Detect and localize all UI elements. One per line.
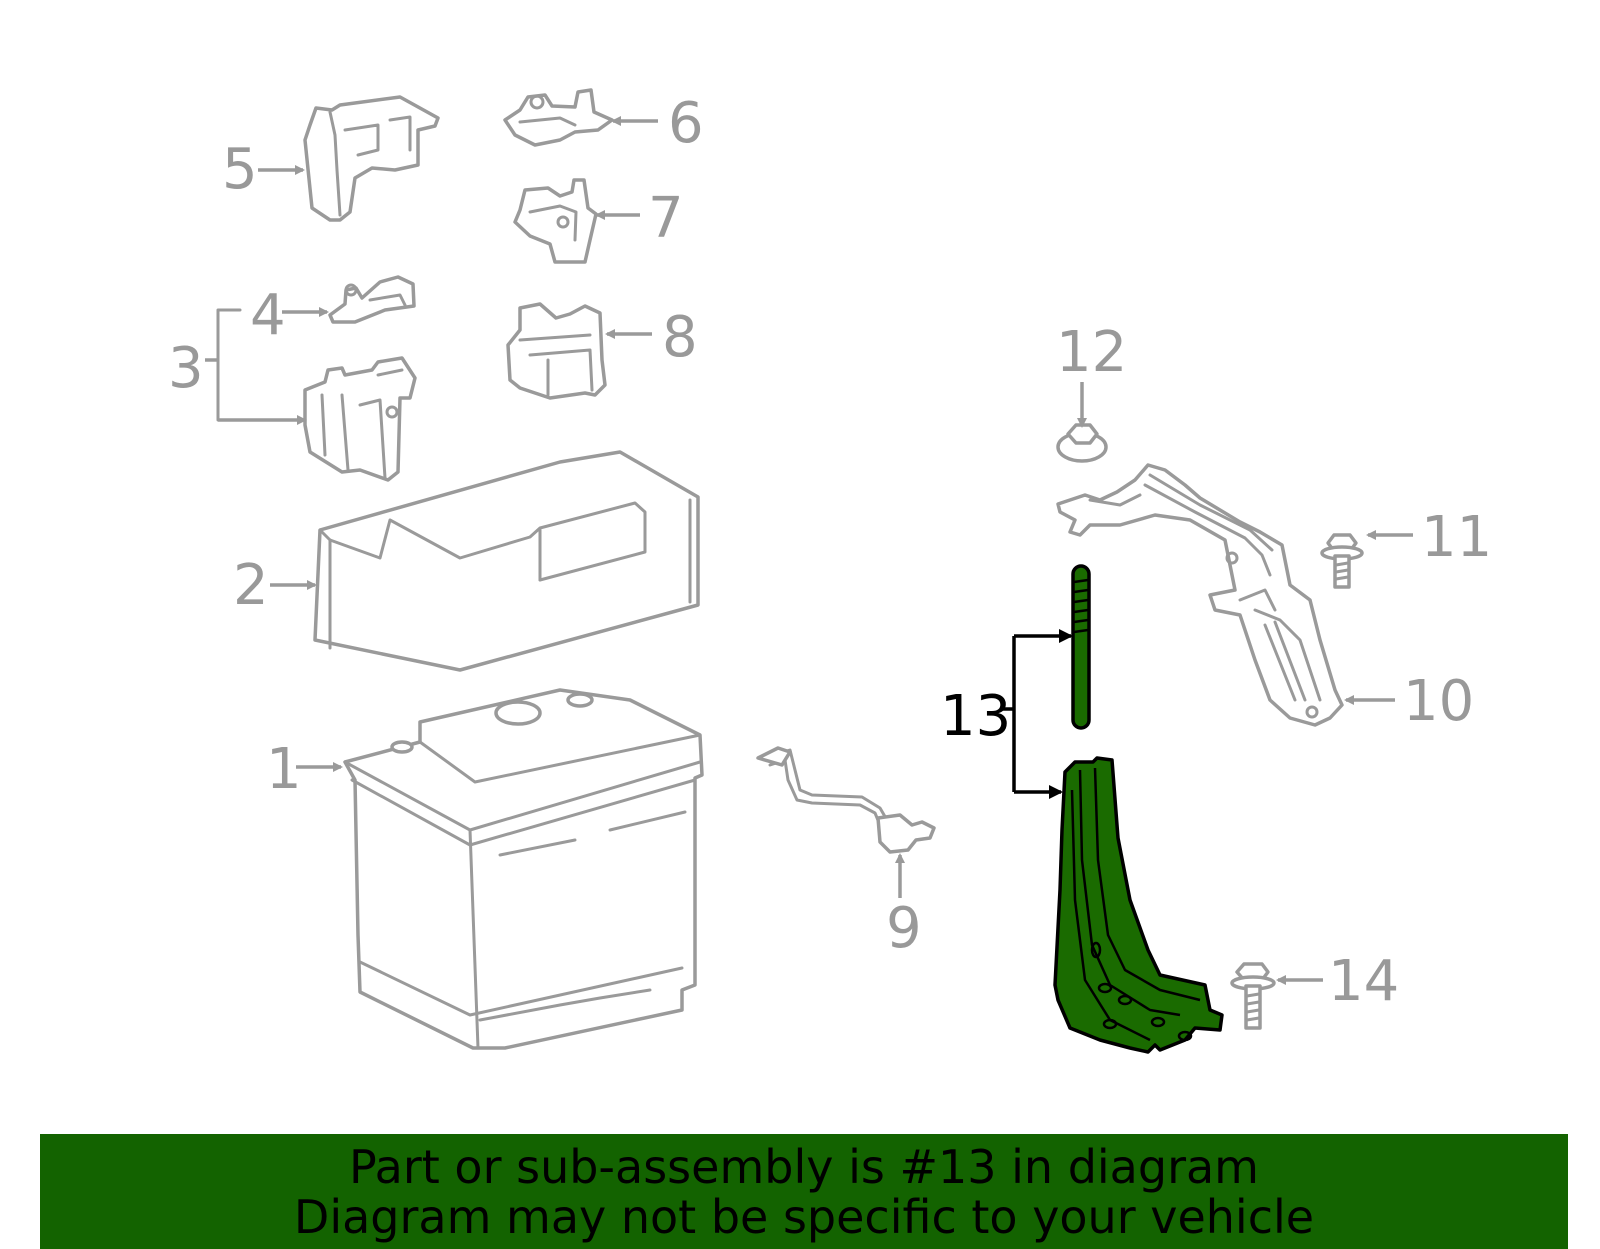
part-10-hold-down[interactable] xyxy=(1056,463,1344,727)
part-1-battery[interactable] xyxy=(343,688,704,1050)
callout-2: 2 xyxy=(233,553,269,618)
callout-12: 12 xyxy=(1056,320,1127,385)
callout-4: 4 xyxy=(250,283,286,348)
callout-9: 9 xyxy=(886,896,922,961)
part-13-rod[interactable] xyxy=(1071,564,1091,730)
callout-3: 3 xyxy=(168,336,204,401)
part-5-terminal-cover[interactable] xyxy=(303,95,440,222)
callout-13: 13 xyxy=(940,684,1011,749)
banner-line-2: Diagram may not be specific to your vehi… xyxy=(293,1190,1315,1244)
part-9-vent-tube[interactable] xyxy=(756,746,936,854)
info-banner: Part or sub-assembly is #13 in diagram D… xyxy=(40,1134,1568,1249)
banner-line-1: Part or sub-assembly is #13 in diagram xyxy=(349,1140,1259,1194)
bracket-3 xyxy=(216,308,242,422)
part-4-terminal[interactable] xyxy=(328,275,416,324)
part-12-nut[interactable] xyxy=(1056,423,1108,463)
part-6-clamp[interactable] xyxy=(503,88,614,147)
part-13-bracket[interactable] xyxy=(1053,756,1224,1054)
callout-10: 10 xyxy=(1403,669,1474,734)
part-2-battery-cover[interactable] xyxy=(313,450,700,672)
callout-11: 11 xyxy=(1421,505,1492,570)
callout-6: 6 xyxy=(668,91,704,156)
callout-1: 1 xyxy=(266,737,302,802)
part-7-clamp[interactable] xyxy=(513,178,598,264)
callout-8: 8 xyxy=(662,305,698,370)
part-8-holder[interactable] xyxy=(506,302,607,400)
part-14-bolt[interactable] xyxy=(1230,962,1276,1030)
callout-5: 5 xyxy=(222,137,258,202)
part-3-terminal-block[interactable] xyxy=(303,356,417,482)
callout-7: 7 xyxy=(648,186,684,251)
part-11-bolt[interactable] xyxy=(1320,533,1364,589)
callout-14: 14 xyxy=(1328,949,1399,1014)
